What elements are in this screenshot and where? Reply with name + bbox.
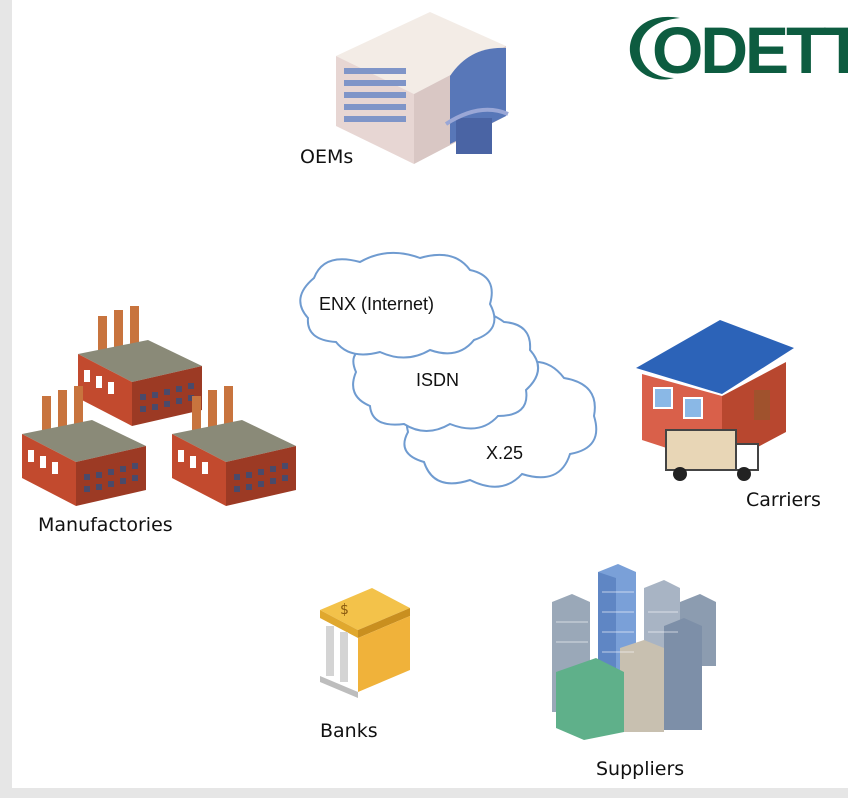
enx-internet-label: ENX (Internet)	[319, 294, 435, 314]
carriers-icon	[636, 320, 794, 481]
logo-text: ODETTE	[652, 13, 848, 87]
oem-building-icon	[336, 12, 509, 164]
odette-logo-swoosh-icon	[629, 16, 680, 80]
manufactories-icon	[22, 306, 296, 506]
bank-icon: $	[320, 588, 410, 698]
x25-label: X.25	[486, 443, 524, 463]
network-clouds	[299, 251, 598, 488]
suppliers-label: Suppliers	[596, 758, 685, 780]
odette-logo: ODETTE	[624, 6, 848, 92]
oems-label: OEMs	[300, 146, 354, 168]
carriers-label: Carriers	[746, 489, 821, 511]
isdn-label: ISDN	[416, 370, 460, 390]
banks-label: Banks	[320, 720, 378, 742]
enx-cloud	[299, 251, 496, 359]
manufactories-label: Manufactories	[38, 514, 173, 536]
suppliers-icon	[552, 564, 716, 740]
svg-text:$: $	[340, 602, 349, 618]
